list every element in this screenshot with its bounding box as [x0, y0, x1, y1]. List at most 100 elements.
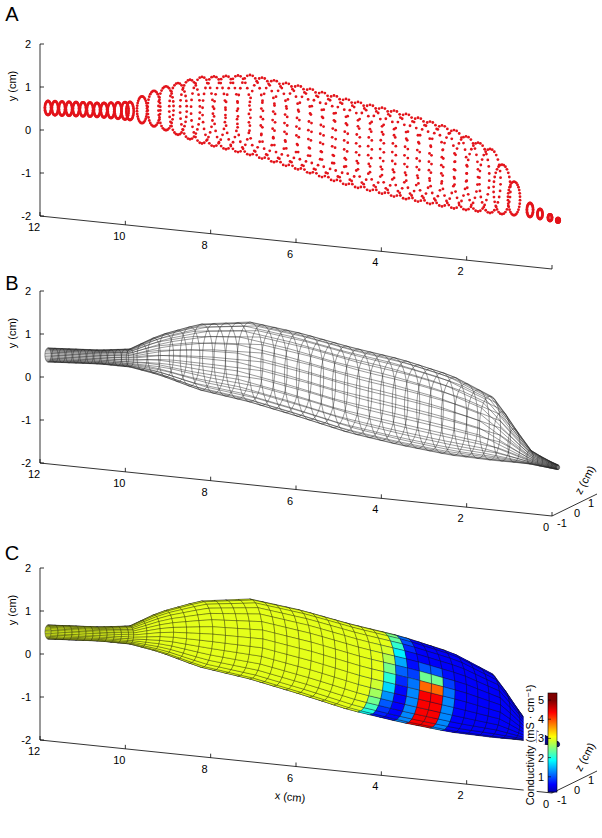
point-dot	[187, 79, 190, 82]
point-dot	[390, 194, 393, 197]
point-dot	[194, 136, 197, 139]
point-dot	[319, 150, 322, 153]
point-dot	[381, 174, 384, 177]
point-dot	[441, 149, 444, 152]
point-dot	[405, 174, 408, 177]
point-dot	[259, 116, 262, 119]
point-dot	[343, 148, 346, 151]
tick-mark	[40, 697, 44, 698]
point-dot	[357, 187, 360, 190]
point-dot	[454, 190, 457, 193]
point-dot	[450, 137, 453, 140]
point-dot	[297, 151, 300, 154]
surface-patch	[548, 743, 556, 746]
point-dot	[370, 139, 373, 142]
point-dot	[73, 101, 76, 104]
point-dot	[220, 78, 223, 81]
point-dot	[295, 125, 298, 128]
tick-mark	[466, 503, 467, 507]
point-dot	[313, 99, 316, 102]
point-dot	[363, 186, 366, 189]
point-dot	[331, 154, 334, 157]
point-dot	[287, 154, 290, 157]
point-dot	[416, 174, 419, 177]
point-dot	[210, 125, 213, 128]
point-dot	[465, 180, 468, 183]
point-dot	[261, 76, 264, 79]
point-dot	[318, 175, 321, 178]
point-dot	[303, 91, 306, 94]
point-dot	[495, 154, 498, 157]
mesh-line	[47, 326, 558, 465]
point-dot	[341, 171, 344, 174]
point-dot	[468, 199, 471, 202]
point-dot	[237, 151, 240, 154]
point-dot	[429, 120, 432, 123]
point-dot	[256, 146, 259, 149]
point-dot	[223, 93, 226, 96]
point-dot	[528, 202, 531, 205]
point-dot	[383, 107, 386, 110]
point-dot	[450, 206, 453, 209]
point-dot	[454, 153, 457, 156]
point-dot	[494, 205, 497, 208]
point-dot	[203, 93, 206, 96]
point-dot	[329, 168, 332, 171]
point-dot	[229, 143, 232, 146]
point-dot	[537, 209, 540, 212]
point-dot	[303, 168, 306, 171]
point-dot	[128, 101, 131, 104]
point-dot	[453, 168, 456, 171]
point-dot	[469, 138, 472, 141]
point-dot	[59, 101, 62, 104]
point-dot	[440, 141, 443, 144]
point-dot	[403, 154, 406, 157]
point-dot	[494, 171, 497, 174]
point-dot	[210, 144, 213, 147]
point-dot	[315, 172, 318, 175]
point-dot	[453, 129, 456, 132]
point-dot	[297, 168, 300, 171]
mesh-line	[45, 350, 556, 467]
point-dot	[286, 116, 289, 119]
point-dot	[45, 100, 48, 103]
point-dot	[331, 105, 334, 108]
point-dot	[277, 156, 280, 159]
point-dot	[339, 101, 342, 104]
point-dot	[476, 160, 479, 163]
point-dot	[311, 171, 314, 174]
point-dot	[382, 160, 385, 163]
point-dot	[170, 125, 173, 128]
point-dot	[409, 192, 412, 195]
point-dot	[184, 95, 187, 98]
point-dot	[66, 101, 69, 104]
point-dot	[322, 134, 325, 137]
point-dot	[492, 191, 495, 194]
point-dot	[495, 205, 498, 208]
point-dot	[478, 183, 481, 186]
point-dot	[210, 76, 213, 79]
point-dot	[334, 146, 337, 149]
mesh-line	[356, 352, 384, 438]
point-dot	[404, 145, 407, 148]
point-dot	[225, 75, 228, 78]
point-dot	[493, 150, 496, 153]
point-dot	[370, 130, 373, 133]
tick-mark	[40, 459, 41, 463]
point-dot	[298, 158, 301, 161]
point-dot	[274, 112, 277, 115]
point-dot	[287, 98, 290, 101]
point-dot	[282, 163, 285, 166]
point-dot	[95, 102, 98, 105]
point-dot	[183, 132, 186, 135]
point-dot	[146, 109, 149, 112]
point-dot	[190, 119, 193, 122]
tick-mark	[210, 230, 211, 234]
point-dot	[426, 202, 429, 205]
point-dot	[232, 147, 235, 150]
point-dot	[322, 165, 325, 168]
point-dot	[417, 200, 420, 203]
point-dot	[116, 101, 119, 104]
point-dot	[431, 202, 434, 205]
point-dot	[369, 165, 372, 168]
